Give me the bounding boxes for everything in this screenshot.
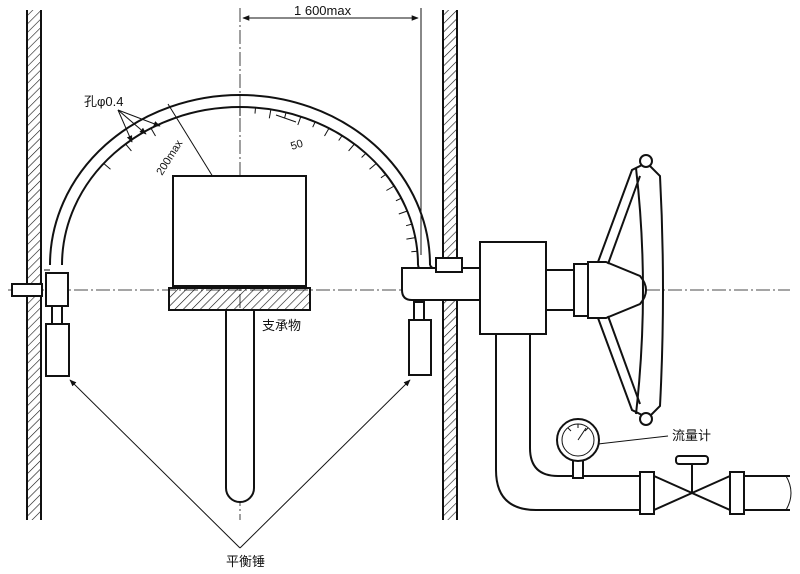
scale-tick <box>386 185 395 191</box>
scale-tick <box>361 152 367 158</box>
scale-tick <box>398 210 408 215</box>
counterweight-leaders <box>69 379 411 549</box>
outlet-pipe <box>744 475 792 511</box>
counterweight-label: 平衡锤 <box>226 554 265 569</box>
scale-tick <box>268 109 272 119</box>
scale-tick <box>395 197 402 202</box>
right-counterweight <box>408 301 432 376</box>
scale-tick <box>312 121 316 128</box>
support-stem <box>225 309 255 503</box>
gate-valve-icon <box>639 455 745 515</box>
left-counterweight <box>45 305 70 377</box>
scale-tick <box>125 143 132 152</box>
scale-tick <box>411 250 418 253</box>
support-label: 支承物 <box>262 318 301 333</box>
scale-tick <box>380 173 387 179</box>
right-pivot-fitting <box>401 257 481 301</box>
supply-pipe <box>495 334 640 511</box>
flowmeter-label: 流量计 <box>672 428 711 443</box>
nozzle-hole-ticks <box>103 107 418 253</box>
test-specimen <box>172 175 307 287</box>
hole-label: 孔φ0.4 <box>84 94 124 109</box>
radius-label: 200max <box>154 138 185 178</box>
support-plate <box>168 287 311 311</box>
scale-tick <box>369 163 377 170</box>
scale-tick <box>324 127 330 137</box>
scale-tick <box>284 112 287 119</box>
scale-tick <box>150 127 156 137</box>
scale-tick <box>338 135 343 141</box>
hole-leader <box>117 109 161 143</box>
scale-mark-label: 50 <box>289 138 304 153</box>
scale-tick <box>405 223 413 227</box>
dimension-label: 1 600max <box>294 3 352 18</box>
scale-tick <box>348 143 355 152</box>
scale-tick <box>297 116 302 126</box>
scale-tick <box>406 237 416 240</box>
rotary-joint <box>479 241 591 335</box>
scale-mark-tick <box>275 114 297 123</box>
flowmeter-leader <box>597 435 669 445</box>
radius-dimension <box>167 103 219 186</box>
left-wall <box>26 10 42 520</box>
scale-tick <box>103 163 111 170</box>
scale-tick <box>254 107 256 114</box>
handwheel-icon <box>587 154 664 426</box>
pressure-gauge-icon <box>556 418 600 479</box>
